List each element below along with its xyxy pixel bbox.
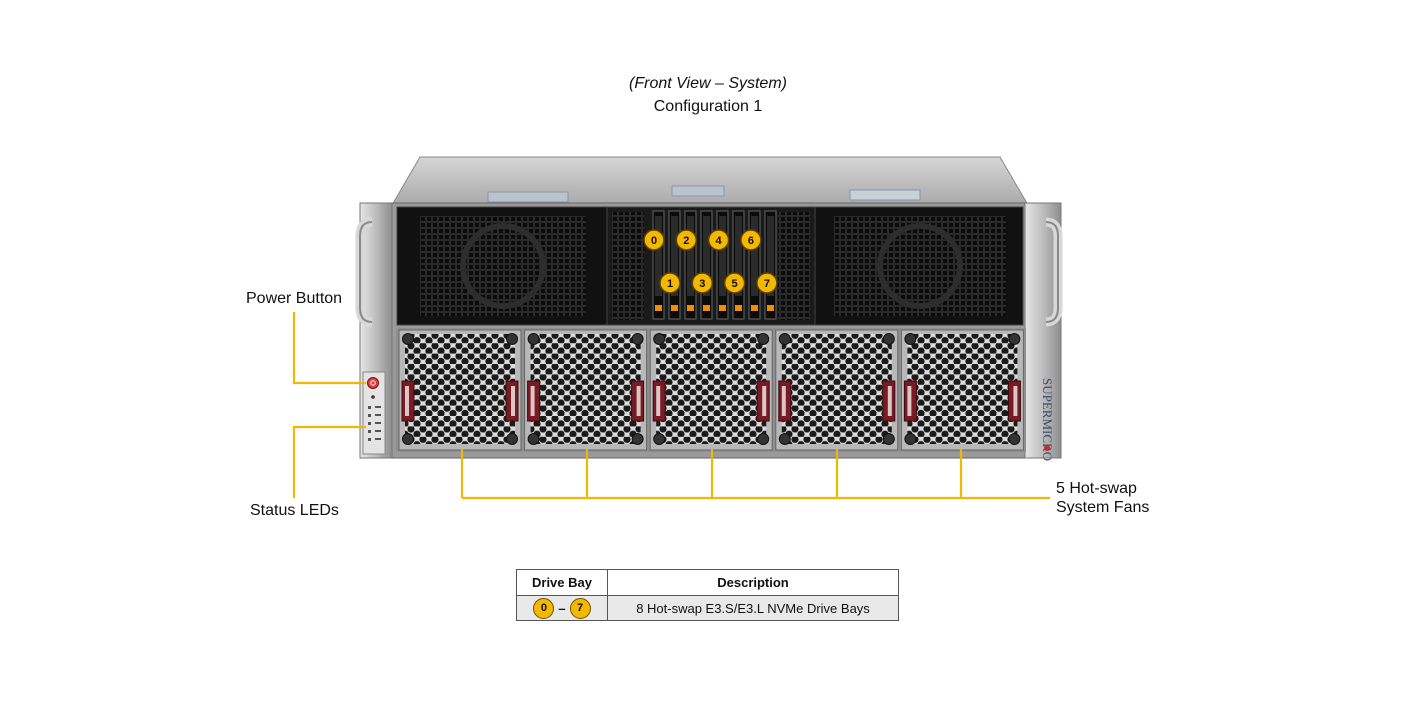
control-panel: [362, 371, 386, 455]
fans-label-line2: System Fans: [1056, 499, 1150, 516]
legend-header-description: Description: [607, 569, 899, 596]
brand-dot: [1044, 445, 1050, 451]
drive-bay-number: 0: [651, 235, 657, 247]
drive-bay-number-badge: 2: [675, 229, 698, 251]
power-button[interactable]: [367, 377, 379, 389]
drive-bay-number: 2: [683, 235, 689, 247]
drive-bay-number: 1: [667, 278, 673, 290]
legend-header-row: Drive Bay Description: [516, 569, 899, 596]
hot-swap-fan[interactable]: [900, 329, 1024, 451]
hot-swap-fan[interactable]: [398, 329, 522, 451]
hot-swap-fan[interactable]: [775, 329, 899, 451]
drive-tray-led: [655, 305, 662, 311]
drive-badges: 0 2 4 6 1 3 5 7: [643, 229, 778, 294]
power-button-callout-line: [292, 312, 366, 385]
drive-bay-number-badge: 0: [643, 229, 665, 251]
status-leds-callout-line: [292, 425, 366, 498]
drive-tray-led: [719, 305, 726, 311]
status-leds-label: Status LEDs: [250, 502, 339, 519]
status-leds: [368, 406, 381, 441]
table-row: 0 – 7 8 Hot-swap E3.S/E3.L NVMe Drive Ba…: [516, 595, 899, 621]
drive-tray-led: [735, 305, 742, 311]
drive-bay-range-separator: –: [558, 600, 566, 616]
drive-tray-led: [767, 305, 774, 311]
drive-bay-end-badge: 7: [569, 597, 591, 619]
fans-label-line1: 5 Hot-swap: [1056, 480, 1137, 497]
legend-header-drive-bay: Drive Bay: [516, 569, 608, 596]
chassis-top: [391, 156, 1029, 206]
drive-bay-number-badge: 1: [659, 272, 681, 294]
configuration-caption: Configuration 1: [653, 98, 763, 115]
drive-bay-number: 5: [732, 278, 738, 290]
lid-label: [671, 185, 725, 197]
drive-tray-led: [703, 305, 710, 311]
drive-bay-number: 3: [699, 278, 705, 290]
drive-bay-legend-table: Drive Bay Description 0 – 7 8 Hot-swap E…: [516, 569, 899, 621]
drive-bay-number-badge: 4: [707, 229, 730, 251]
fans: [398, 329, 1024, 451]
brand-logo: SUPERMICRO: [1040, 378, 1055, 461]
drive-bay-number: 7: [764, 278, 770, 290]
view-caption: (Front View – System): [629, 75, 787, 92]
drive-bay-number-badge: 7: [756, 272, 778, 294]
legend-description-cell: 8 Hot-swap E3.S/E3.L NVMe Drive Bays: [607, 595, 899, 621]
drive-bay-start-badge: 0: [533, 597, 555, 619]
hot-swap-fan[interactable]: [524, 329, 648, 451]
drive-bay-number-badge: 3: [691, 272, 714, 294]
drive-trays: [652, 210, 777, 320]
drive-bay-number-badge: 6: [740, 229, 762, 251]
drive-bay-number: 6: [748, 235, 754, 247]
power-button-label: Power Button: [246, 290, 343, 307]
lid-label: [487, 191, 569, 203]
drive-bay-number-badge: 5: [723, 272, 746, 294]
drive-tray-led: [751, 305, 758, 311]
drive-tray-led: [687, 305, 694, 311]
hot-swap-fan[interactable]: [649, 329, 773, 451]
lid-label: [849, 189, 921, 201]
legend-drive-bay-cell: 0 – 7: [516, 595, 608, 621]
status-led: [371, 395, 375, 399]
drive-tray-led: [671, 305, 678, 311]
drive-bay-number: 4: [716, 235, 723, 247]
